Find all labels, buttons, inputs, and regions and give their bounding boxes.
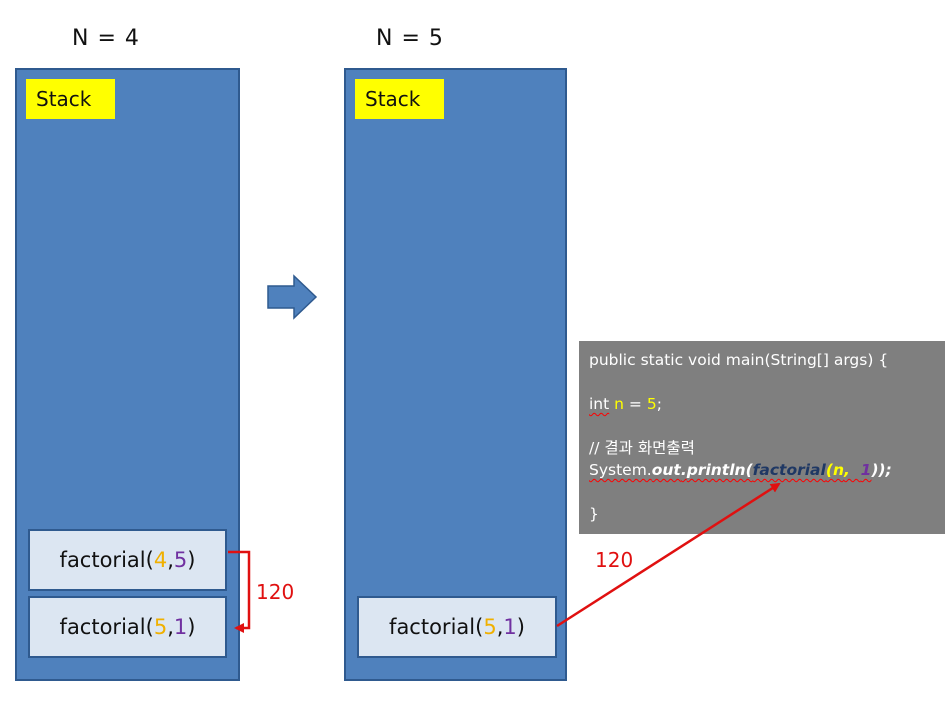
- right-stack-panel: Stack: [344, 68, 567, 681]
- code-eq: =: [623, 395, 647, 413]
- frame-fn: factorial: [59, 548, 146, 572]
- right-stack-label: Stack: [355, 79, 444, 119]
- code-value: 5: [646, 395, 657, 413]
- frame-fn: factorial: [389, 615, 476, 639]
- frame-arg-b: 5: [173, 548, 188, 572]
- code-var-n: n: [614, 395, 624, 413]
- code-keyword: int: [589, 395, 610, 413]
- right-frame: factorial(5,1): [357, 596, 557, 658]
- left-return-label: 120: [256, 580, 295, 604]
- code-line-4: System.out.println(factorial(n, 1));: [589, 459, 935, 481]
- left-return-arrow-icon: [228, 550, 251, 633]
- code-close: ));: [871, 461, 892, 479]
- code-factorial: factorial: [752, 461, 826, 479]
- code-line-3: // 결과 화면출력: [589, 439, 695, 457]
- transition-arrow-icon: [267, 274, 318, 320]
- left-frame-top: factorial(4,5): [28, 529, 227, 591]
- right-return-label: 120: [595, 548, 634, 572]
- code-out: out: [651, 461, 681, 479]
- code-semicolon: ;: [656, 395, 662, 413]
- frame-arg-b: 1: [173, 615, 188, 639]
- code-snippet: public static void main(String[] args) {…: [579, 341, 945, 534]
- left-heading: N = 4: [72, 26, 140, 51]
- code-line-1: public static void main(String[] args) {: [589, 351, 889, 369]
- code-dot: .: [680, 461, 687, 479]
- code-comma: ,: [843, 461, 861, 479]
- right-return-arrow-icon: [556, 482, 781, 628]
- frame-arg-a: 4: [153, 548, 168, 572]
- frame-fn: factorial: [59, 615, 146, 639]
- code-println: println(: [686, 461, 753, 479]
- code-system: System.: [589, 461, 652, 479]
- right-heading: N = 5: [376, 26, 444, 51]
- frame-arg-b: 1: [503, 615, 517, 639]
- code-paren: (: [825, 461, 833, 479]
- left-stack-label: Stack: [26, 79, 115, 119]
- frame-arg-a: 5: [153, 615, 168, 639]
- left-frame-bottom: factorial(5,1): [28, 596, 227, 658]
- code-arg-one: 1: [860, 461, 872, 479]
- frame-arg-a: 5: [483, 615, 497, 639]
- code-line-2: int n = 5;: [589, 393, 935, 415]
- code-arg-n: n: [832, 461, 844, 479]
- code-line-5: }: [589, 505, 599, 523]
